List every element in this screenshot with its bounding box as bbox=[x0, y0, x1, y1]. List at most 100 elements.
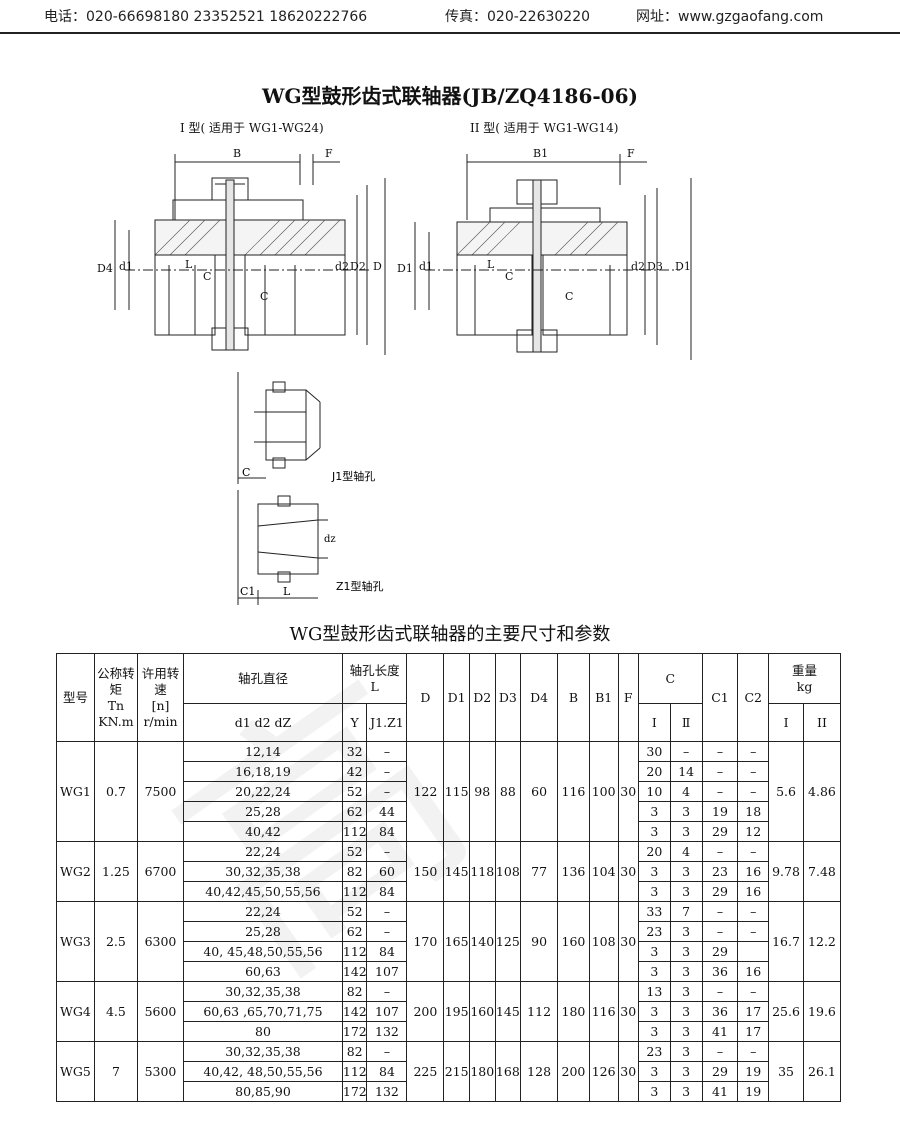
cell-C-I: 3 bbox=[637, 941, 671, 962]
cell-C2: 16 bbox=[737, 881, 770, 902]
th-C: C bbox=[637, 653, 703, 704]
cell-B: 200 bbox=[557, 1041, 590, 1102]
cell-C-I: 20 bbox=[637, 841, 671, 862]
cell-torque: 4.5 bbox=[93, 981, 138, 1042]
cell-J1Z1: 60 bbox=[366, 861, 408, 882]
th-bore-sub: d1 d2 dZ bbox=[183, 703, 343, 742]
cell-B: 180 bbox=[557, 981, 590, 1042]
z1-dim-dz-label: dz bbox=[324, 534, 336, 545]
cell-C2: 18 bbox=[737, 801, 770, 822]
cell-C-II: 3 bbox=[669, 921, 703, 942]
cell-model: WG5 bbox=[56, 1041, 95, 1102]
cell-speed: 5600 bbox=[136, 981, 185, 1042]
cell-J1Z1: 107 bbox=[366, 1001, 408, 1022]
cell-D: 150 bbox=[406, 841, 445, 902]
cell-Y: 112 bbox=[341, 881, 368, 902]
th-model: 型号 bbox=[56, 653, 95, 742]
cell-C2: – bbox=[737, 741, 770, 762]
cell-C2: – bbox=[737, 781, 770, 802]
website-text[interactable]: 网址：www.gzgaofang.com bbox=[636, 9, 824, 25]
cell-C2: 17 bbox=[737, 1021, 770, 1042]
dim-D1-label: D1 bbox=[397, 262, 413, 275]
cell-C1: – bbox=[701, 761, 739, 782]
cell-C-II: 3 bbox=[669, 801, 703, 822]
cell-C1: – bbox=[701, 841, 739, 862]
cell-Y: 62 bbox=[341, 801, 368, 822]
cell-C-I: 3 bbox=[637, 1061, 671, 1082]
cell-C-II: 3 bbox=[669, 1041, 703, 1062]
cell-C-II: 14 bbox=[669, 761, 703, 782]
cell-weight-I: 5.6 bbox=[768, 741, 804, 842]
page-title: WG型鼓形齿式联轴器(JB/ZQ4186-06) bbox=[262, 84, 638, 108]
cell-C-II: 3 bbox=[669, 861, 703, 882]
z1-bore-detail: C1 L dz Z1型轴孔 bbox=[237, 490, 384, 605]
cell-C-I: 13 bbox=[637, 981, 671, 1002]
cell-B1: 116 bbox=[588, 981, 619, 1042]
cell-bore: 40,42, 48,50,55,56 bbox=[183, 1061, 343, 1082]
cell-speed: 7500 bbox=[136, 741, 185, 842]
cell-Y: 112 bbox=[341, 941, 368, 962]
cell-Y: 142 bbox=[341, 961, 368, 982]
cell-B1: 108 bbox=[588, 901, 619, 982]
header-rule bbox=[0, 32, 900, 34]
cell-C1: – bbox=[701, 741, 739, 762]
dim-D4-label: D4 bbox=[97, 262, 113, 275]
dim-L-label: L bbox=[185, 258, 193, 271]
cell-J1Z1: 84 bbox=[366, 821, 408, 842]
cell-model: WG2 bbox=[56, 841, 95, 902]
cell-D4: 112 bbox=[520, 981, 559, 1042]
cell-C2: – bbox=[737, 921, 770, 942]
cell-B1: 100 bbox=[588, 741, 619, 842]
cell-D4: 90 bbox=[520, 901, 559, 982]
cell-D2: 98 bbox=[468, 741, 496, 842]
cell-Y: 82 bbox=[341, 981, 368, 1002]
cell-D1: 195 bbox=[443, 981, 470, 1042]
cell-C2: 19 bbox=[737, 1081, 770, 1102]
cell-torque: 0.7 bbox=[93, 741, 138, 842]
cell-C-II: 3 bbox=[669, 1061, 703, 1082]
cell-C1: 41 bbox=[701, 1081, 739, 1102]
th-weight-I: I bbox=[768, 703, 804, 742]
type2-coupling-drawing: B1 F L C C D1 d1 d2 D3 D1 bbox=[397, 147, 692, 360]
dim-B1-label: B1 bbox=[533, 147, 548, 160]
dim-C-label-1: C bbox=[203, 270, 211, 283]
cell-weight-II: 19.6 bbox=[802, 981, 842, 1042]
cell-bore: 25,28 bbox=[183, 921, 343, 942]
cell-C1: – bbox=[701, 981, 739, 1002]
cell-Y: 52 bbox=[341, 781, 368, 802]
cell-C-II: 3 bbox=[669, 881, 703, 902]
cell-C1: – bbox=[701, 921, 739, 942]
cell-D: 122 bbox=[406, 741, 445, 842]
cell-C-II: – bbox=[669, 741, 703, 762]
cell-D3: 145 bbox=[494, 981, 522, 1042]
cell-B: 116 bbox=[557, 741, 590, 842]
cell-D: 200 bbox=[406, 981, 445, 1042]
cell-Y: 112 bbox=[341, 821, 368, 842]
cell-speed: 6300 bbox=[136, 901, 185, 982]
cell-bore: 22,24 bbox=[183, 901, 343, 922]
cell-C2: – bbox=[737, 901, 770, 922]
cell-J1Z1: 44 bbox=[366, 801, 408, 822]
cell-C-II: 3 bbox=[669, 1001, 703, 1022]
cell-C-I: 3 bbox=[637, 821, 671, 842]
dim-D3-label: D3 bbox=[647, 260, 663, 273]
cell-C-II: 3 bbox=[669, 961, 703, 982]
cell-torque: 7 bbox=[93, 1041, 138, 1102]
j1-bore-label: J1型轴孔 bbox=[331, 469, 375, 483]
th-C-II: Ⅱ bbox=[669, 703, 703, 742]
cell-J1Z1: – bbox=[366, 1041, 408, 1062]
cell-bore: 30,32,35,38 bbox=[183, 1041, 343, 1062]
cell-C2: – bbox=[737, 1041, 770, 1062]
cell-model: WG4 bbox=[56, 981, 95, 1042]
dim-d2-label: d2 bbox=[335, 260, 349, 273]
